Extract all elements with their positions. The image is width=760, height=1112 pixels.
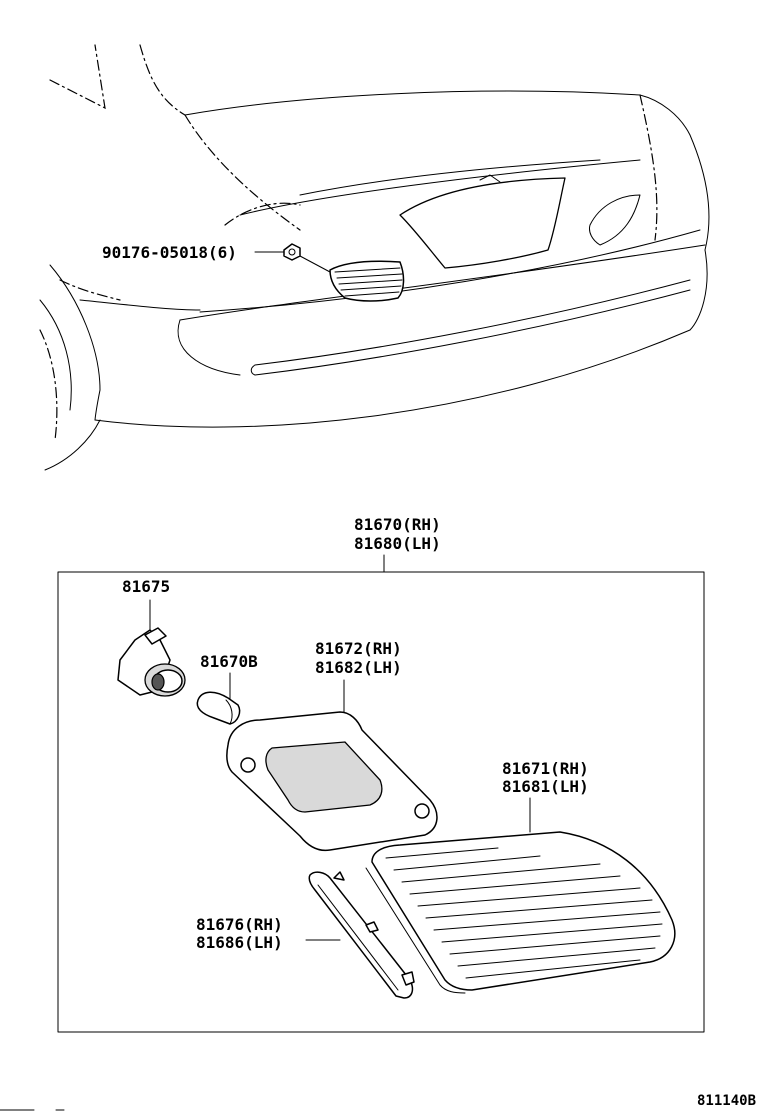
assembly-label-lh: 81680(LH) [354, 534, 441, 553]
lamp-grill-lines [334, 267, 403, 297]
lens-label-rh: 81671(RH) [502, 759, 589, 778]
lens-rib-lines [385, 847, 663, 979]
bolt-icon [283, 243, 301, 261]
lens-label-lh: 81681(LH) [502, 777, 589, 796]
lens-icon [365, 831, 676, 994]
bracket-label-lh: 81686(LH) [196, 933, 283, 952]
assembly-label-rh: 81670(RH) [354, 515, 441, 534]
socket-label: 81675 [122, 577, 170, 596]
bulb-icon [196, 691, 241, 725]
figure-code: 811140B [697, 1093, 756, 1109]
bulb-label: 81670B [200, 652, 258, 671]
gasket-label-lh: 81682(LH) [315, 658, 402, 677]
socket-icon [117, 627, 186, 697]
bracket-label-rh: 81676(RH) [196, 915, 283, 934]
gasket-label-rh: 81672(RH) [315, 639, 402, 658]
gasket-icon [226, 711, 438, 852]
car-rear-illustration [39, 44, 710, 471]
bracket-icon [308, 871, 415, 999]
assembly-frame [57, 571, 705, 1033]
bolt-label: 90176-05018(6) [102, 243, 237, 262]
